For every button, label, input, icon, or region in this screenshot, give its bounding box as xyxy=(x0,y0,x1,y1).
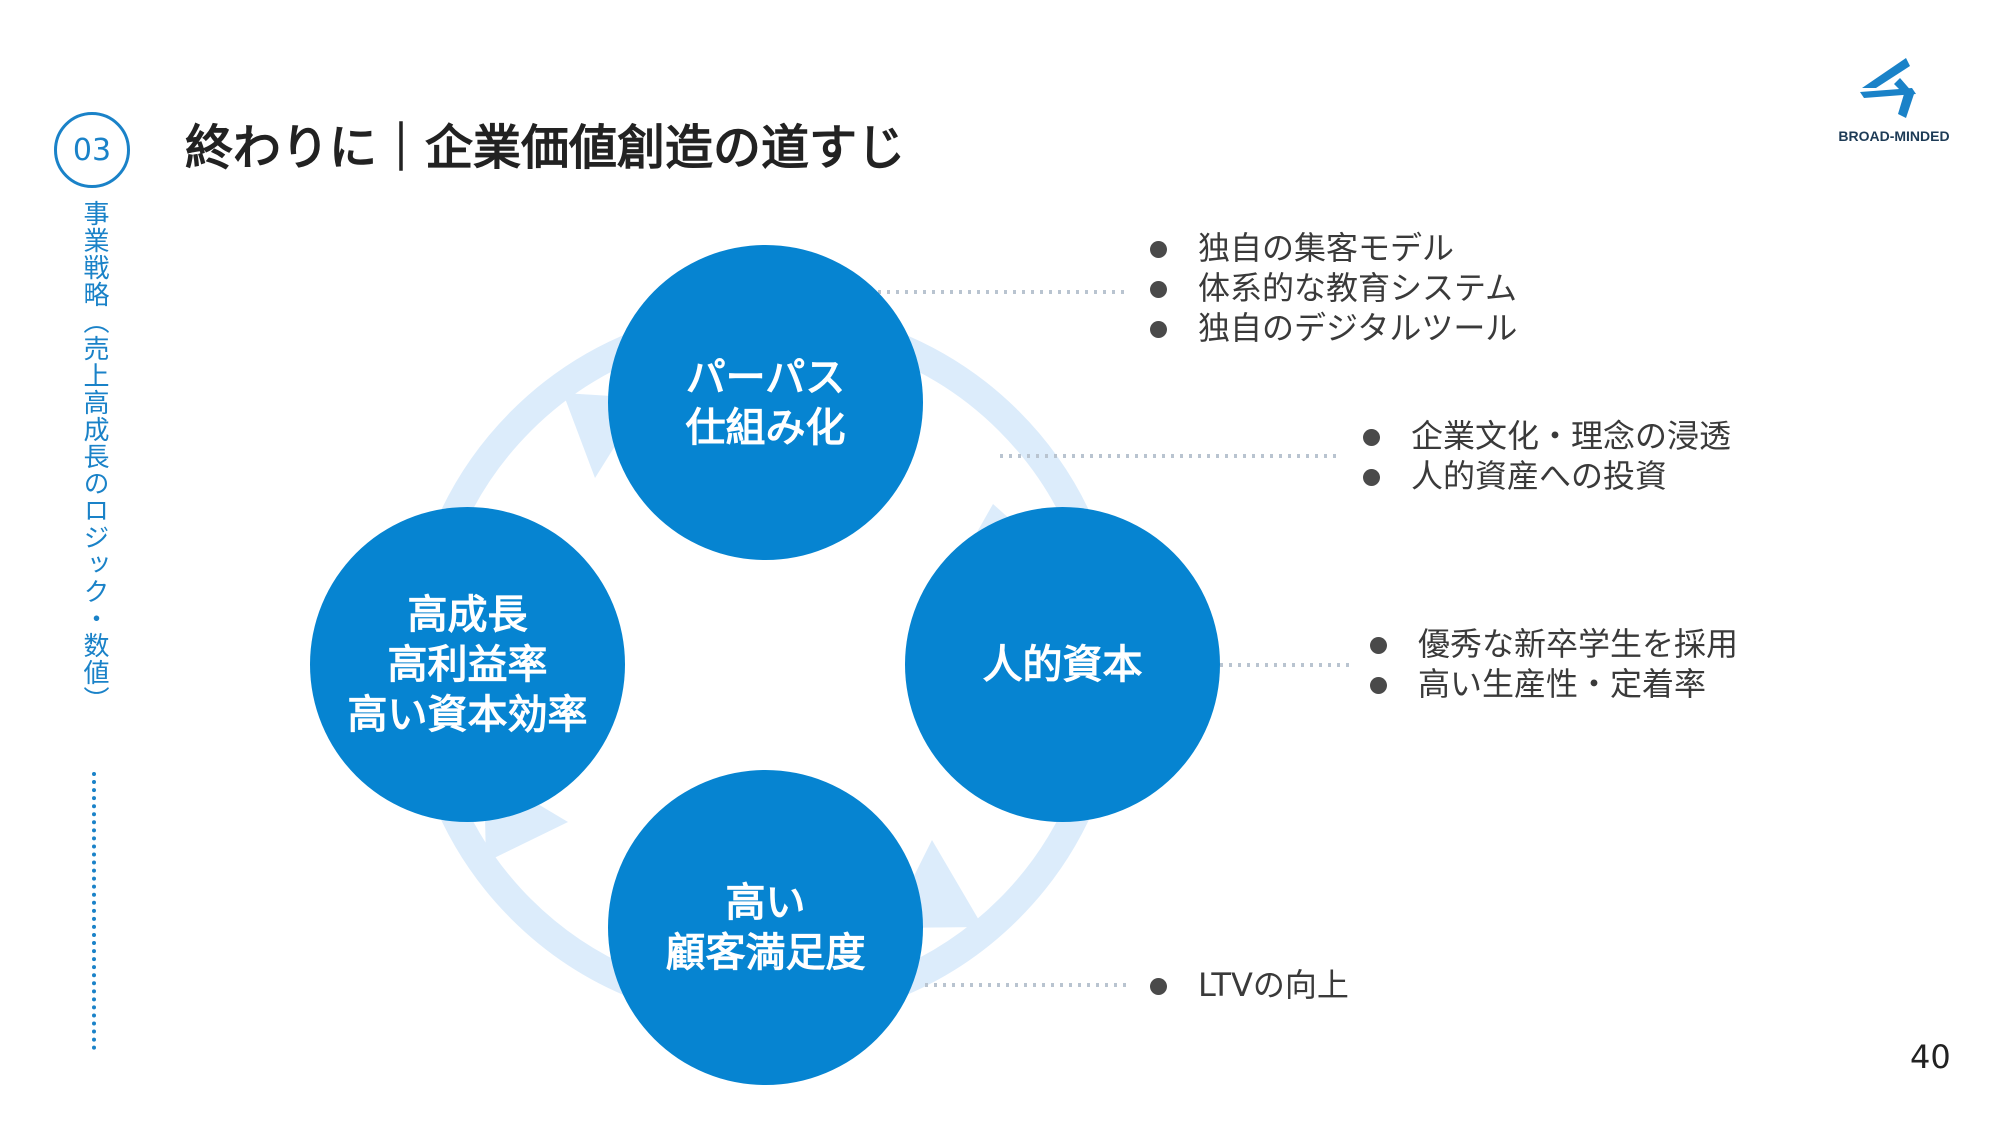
node-customer-satisfaction-line-2: 顧客満足度 xyxy=(665,929,866,976)
node-human-capital: 人的資本 xyxy=(905,507,1220,822)
node-purpose-line-2: 仕組み化 xyxy=(685,404,846,451)
node-high-growth-line-1: 高成長 xyxy=(407,591,528,638)
company-logo: BROAD-MINDED xyxy=(1832,58,1956,148)
node-high-growth-line-2: 高利益率 xyxy=(387,641,548,688)
list-item: 独自の集客モデル xyxy=(1150,228,1517,268)
list-item: 企業文化・理念の浸透 xyxy=(1363,416,1731,456)
node-purpose-line-1: パーパス xyxy=(685,354,846,401)
section-label: 事業戦略（売上高成長のロジック・数値） xyxy=(79,200,109,713)
list-item: 高い生産性・定着率 xyxy=(1370,664,1738,704)
list-item: 人的資産への投資 xyxy=(1363,456,1731,496)
page-title: 終わりに｜企業価値創造の道すじ xyxy=(185,120,906,176)
section-number: 03 xyxy=(72,132,112,168)
logo-mark-icon xyxy=(1860,58,1916,118)
section-number-badge: 03 xyxy=(54,112,130,188)
annotation-list-customer: LTVの向上 xyxy=(1150,965,1349,1005)
node-customer-satisfaction-line-1: 高い xyxy=(725,879,806,926)
logo-text: BROAD-MINDED xyxy=(1838,128,1950,144)
list-item: LTVの向上 xyxy=(1150,965,1349,1005)
node-human-capital-line-1: 人的資本 xyxy=(982,641,1143,688)
list-item: 独自のデジタルツール xyxy=(1150,308,1517,348)
list-item: 体系的な教育システム xyxy=(1150,268,1517,308)
page-number: 40 xyxy=(1910,1038,1951,1076)
list-item: 優秀な新卒学生を採用 xyxy=(1370,624,1738,664)
section-divider xyxy=(92,772,96,1050)
node-purpose: パーパス 仕組み化 xyxy=(608,245,923,560)
node-customer-satisfaction: 高い 顧客満足度 xyxy=(608,770,923,1085)
annotation-list-culture: 企業文化・理念の浸透 人的資産への投資 xyxy=(1363,416,1731,496)
node-high-growth-line-3: 高い資本効率 xyxy=(347,691,588,738)
node-high-growth: 高成長 高利益率 高い資本効率 xyxy=(310,507,625,822)
annotation-list-human-capital: 優秀な新卒学生を採用 高い生産性・定着率 xyxy=(1370,624,1738,704)
annotation-list-purpose: 独自の集客モデル 体系的な教育システム 独自のデジタルツール xyxy=(1150,228,1517,348)
